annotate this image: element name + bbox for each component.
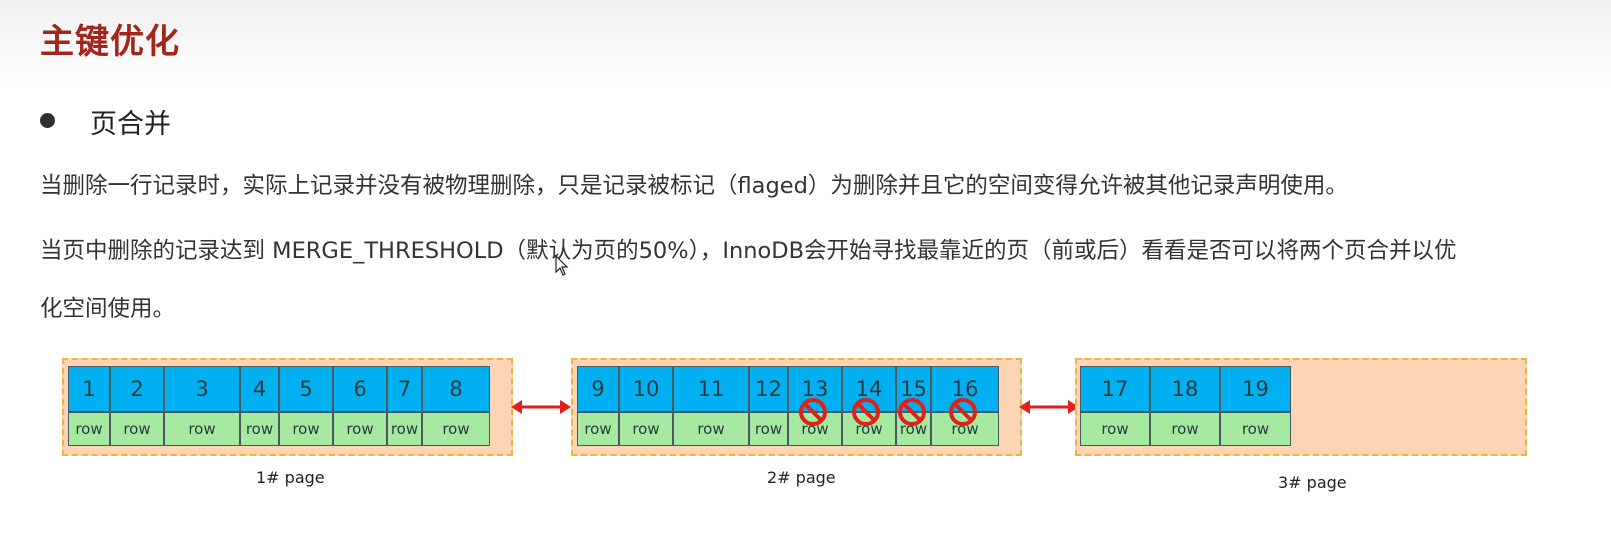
page-2-label: 2# page	[767, 468, 836, 487]
record-row: row	[896, 412, 931, 446]
page-2-data-row: row row row row row row row row	[577, 412, 999, 446]
paragraph-1: 当删除一行记录时，实际上记录并没有被物理删除，只是记录被标记（flaged）为删…	[40, 173, 1348, 199]
record-id: 15	[896, 366, 931, 412]
record-id: 5	[279, 366, 333, 412]
record-id: 17	[1080, 366, 1150, 412]
record-id: 7	[387, 366, 422, 412]
page-1-id-row: 1 2 3 4 5 6 7 8	[68, 366, 490, 412]
record-row: row	[1080, 412, 1150, 446]
record-row: row	[788, 412, 842, 446]
double-arrow-icon	[511, 400, 571, 414]
record-id: 18	[1150, 366, 1220, 412]
record-row: row	[1150, 412, 1220, 446]
prohibited-icon	[949, 398, 977, 426]
record-id: 10	[619, 366, 673, 412]
record-id: 1	[68, 366, 110, 412]
record-row: row	[842, 412, 896, 446]
record-id: 2	[110, 366, 164, 412]
record-id: 16	[931, 366, 999, 412]
record-row: row	[333, 412, 387, 446]
prohibited-icon	[799, 398, 827, 426]
record-id: 11	[673, 366, 749, 412]
record-id: 9	[577, 366, 619, 412]
page-3-id-row: 17 18 19	[1080, 366, 1291, 412]
record-id: 19	[1220, 366, 1291, 412]
mouse-cursor-icon	[555, 255, 569, 276]
double-arrow-icon	[1019, 400, 1079, 414]
record-row: row	[279, 412, 333, 446]
record-id: 4	[240, 366, 279, 412]
paragraph-3: 化空间使用。	[40, 296, 176, 322]
record-row: row	[240, 412, 279, 446]
record-row: row	[422, 412, 490, 446]
record-row: row	[110, 412, 164, 446]
page-title: 主键优化	[40, 22, 180, 62]
record-row: row	[619, 412, 673, 446]
record-id: 6	[333, 366, 387, 412]
page-2-id-row: 9 10 11 12 13 14 15 16	[577, 366, 999, 412]
page-1-data-row: row row row row row row row row	[68, 412, 490, 446]
prohibited-icon	[898, 398, 926, 426]
record-row: row	[673, 412, 749, 446]
record-row: row	[164, 412, 240, 446]
prohibited-icon	[852, 398, 880, 426]
page-1-label: 1# page	[256, 468, 325, 487]
bullet-icon	[40, 113, 55, 128]
page-3-label: 3# page	[1278, 473, 1347, 492]
section-heading: 页合并	[90, 109, 171, 140]
paragraph-2: 当页中删除的记录达到 MERGE_THRESHOLD（默认为页的50%），Inn…	[40, 238, 1457, 264]
page-3-data-row: row row row	[1080, 412, 1291, 446]
record-id: 8	[422, 366, 490, 412]
record-id: 12	[749, 366, 788, 412]
record-row: row	[68, 412, 110, 446]
record-row: row	[387, 412, 422, 446]
record-row: row	[1220, 412, 1291, 446]
record-id: 14	[842, 366, 896, 412]
record-id: 3	[164, 366, 240, 412]
record-row: row	[749, 412, 788, 446]
header-band	[0, 0, 1611, 85]
record-row: row	[577, 412, 619, 446]
